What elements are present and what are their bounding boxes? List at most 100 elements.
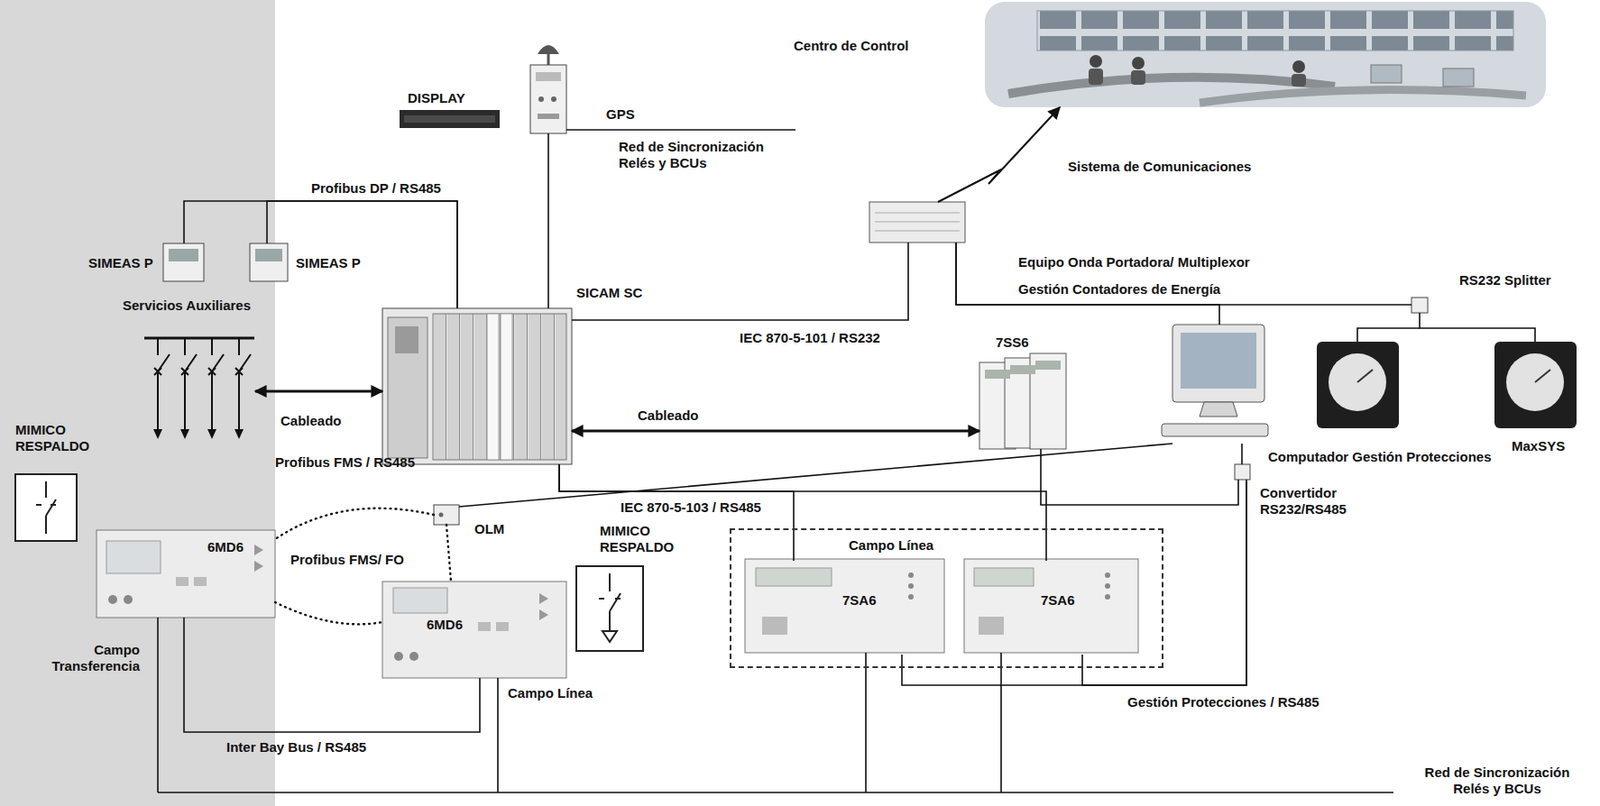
relay-led	[1104, 583, 1111, 589]
note-label: Red de Sincronización Relés y BCUs	[618, 138, 791, 172]
device-node: Servicios Auxiliares	[142, 326, 256, 440]
display-panel	[404, 115, 496, 123]
monitor	[1172, 324, 1265, 403]
device-node: DISPLAY	[399, 110, 500, 129]
antenna	[547, 54, 551, 65]
monitor	[1370, 64, 1402, 83]
relay-keypad	[978, 616, 1004, 635]
person	[1088, 68, 1104, 85]
meter-screen	[255, 248, 283, 262]
bcu-arrows	[539, 593, 549, 621]
person	[1089, 55, 1103, 68]
connector-label: IEC 870-5-103 / RS485	[620, 499, 762, 516]
computer	[1161, 324, 1269, 437]
device-node: Centro de Control	[984, 1, 1546, 108]
sicam-rack	[382, 308, 572, 465]
connector	[446, 524, 451, 582]
mux-detail	[874, 212, 960, 231]
meter-body	[1316, 341, 1399, 429]
gps-detail	[551, 96, 557, 102]
bcu-panel	[96, 530, 276, 618]
relay-panel	[744, 559, 945, 653]
relay-led	[908, 594, 914, 600]
keyboard	[1161, 423, 1269, 437]
device-node: SIMEAS P	[249, 243, 288, 282]
connector	[255, 390, 383, 394]
bcu-key	[478, 622, 491, 632]
node-label: Convertidor RS232/RS485	[1259, 485, 1361, 518]
feeder-arrow	[153, 429, 163, 440]
node-label: 6MD6	[207, 539, 244, 556]
breaker-symbol	[154, 338, 170, 431]
io-module	[500, 313, 513, 460]
bay-controller	[96, 530, 567, 679]
rack-frame	[382, 308, 572, 465]
bcu-panel	[382, 581, 567, 679]
mimic-frame	[576, 566, 644, 652]
node-label: Campo Línea	[848, 537, 934, 554]
node-label: GPS	[606, 106, 635, 123]
control-room-photo	[984, 1, 1546, 108]
mimic-symbol	[598, 573, 621, 643]
connector	[1419, 312, 1536, 342]
bcu-screen	[106, 541, 161, 574]
busbar	[144, 337, 255, 341]
node-label: 7SA6	[1040, 592, 1076, 609]
side-panel	[0, 0, 276, 806]
node-label: 6MD6	[426, 616, 463, 634]
node-label: MIMICO RESPALDO	[15, 422, 106, 455]
video-wall	[1037, 10, 1514, 51]
busbar-protection	[979, 353, 1067, 450]
connector	[459, 443, 1173, 507]
device-node: SICAM SC	[382, 308, 572, 465]
converter-box	[1234, 464, 1251, 480]
relay-screen	[755, 568, 832, 587]
simeas-meter	[163, 243, 288, 282]
meter-body	[1494, 341, 1577, 429]
device-node: 7SS6	[979, 353, 1067, 450]
bcu-key	[496, 622, 509, 632]
bcu-screen	[393, 588, 448, 614]
device-node: Convertidor RS232/RS485	[1234, 464, 1251, 480]
sync-line	[566, 128, 796, 131]
person	[1292, 60, 1306, 74]
meter-box	[163, 243, 204, 282]
device-node: 7SA6	[965, 560, 1141, 655]
device-node: MIMICO RESPALDO	[576, 566, 644, 652]
relay-led	[908, 583, 914, 589]
bcu-key	[175, 577, 189, 587]
device-node: 6MD6Campo Línea	[382, 581, 567, 679]
gps-box	[530, 64, 567, 134]
connector	[937, 107, 1060, 203]
bcu-button	[123, 595, 133, 605]
meter-needle	[1357, 369, 1373, 383]
olm-led	[439, 513, 444, 518]
node-label: SICAM SC	[576, 285, 643, 302]
connector	[547, 133, 550, 309]
connector-label: Profibus DP / RS485	[311, 180, 442, 197]
monitor-stand	[1199, 402, 1238, 417]
device-node: SIMEAS P	[163, 243, 204, 282]
meter-dial	[1328, 353, 1387, 412]
meter-wire	[1357, 328, 1420, 342]
mux-box	[869, 202, 966, 243]
node-label: SIMEAS P	[88, 255, 154, 272]
meter-box	[249, 243, 288, 282]
gps-detail	[538, 96, 544, 102]
connector	[266, 201, 458, 309]
monitor	[1443, 68, 1474, 87]
node-label: Campo Transferencia	[36, 642, 140, 675]
feeder-arrow	[180, 429, 190, 440]
sync-bus	[157, 617, 1394, 793]
connector	[1040, 449, 1239, 506]
connector	[1082, 479, 1247, 686]
node-label: 7SS6	[995, 334, 1030, 351]
relay-keypad	[762, 616, 788, 635]
connector-label: Gestión Contadores de Energía	[1018, 281, 1221, 298]
energy-meter	[1316, 341, 1577, 429]
group-box: Campo Línea7SA67SA6	[729, 528, 1164, 669]
bcu-button	[409, 652, 419, 662]
gps-receiver	[530, 45, 567, 134]
